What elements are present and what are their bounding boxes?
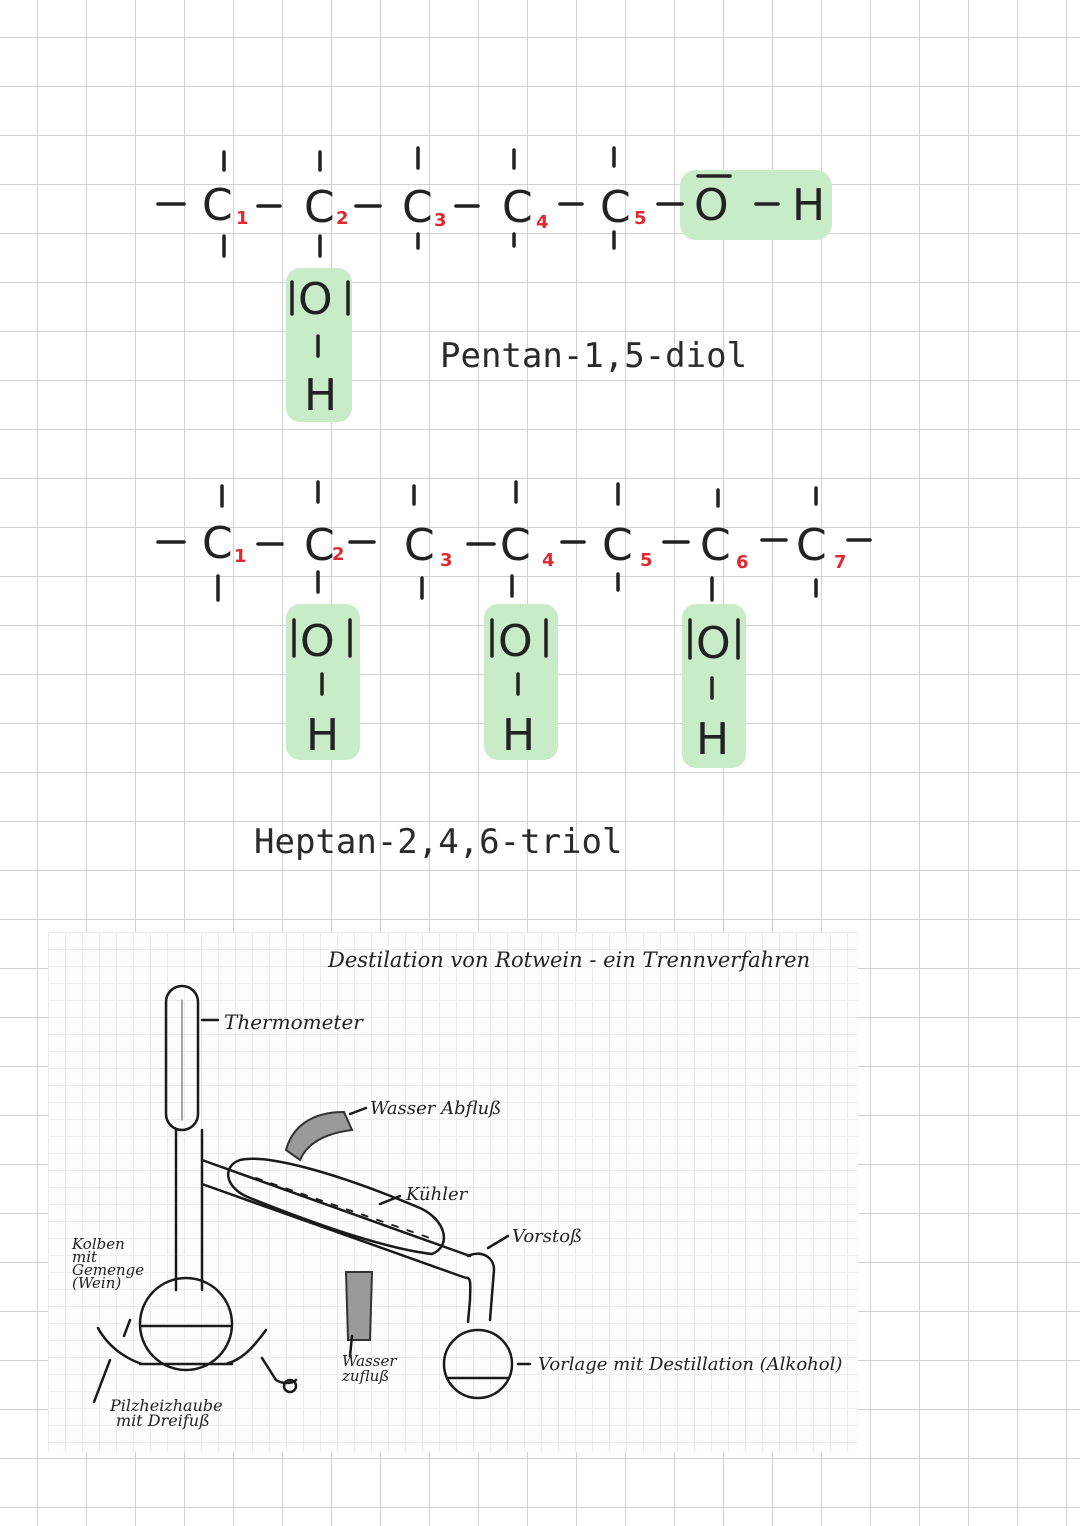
hydrogen-5: H bbox=[792, 180, 825, 231]
distillation-apparatus bbox=[92, 984, 532, 1404]
water-outflow-hose bbox=[284, 1110, 354, 1162]
carbon-4-letter: C bbox=[500, 520, 531, 571]
carbon-7-number: 7 bbox=[834, 552, 847, 573]
carbon-2-number: 2 bbox=[336, 208, 349, 229]
oh-highlight-6 bbox=[682, 604, 746, 768]
oh-highlight-4 bbox=[484, 604, 558, 760]
heater-label-line1: Pilzheizhaube bbox=[110, 1396, 223, 1415]
hydrogen-c6: H bbox=[696, 714, 729, 765]
oxygen-c4: O bbox=[498, 616, 533, 667]
condenser-jacket bbox=[226, 1157, 446, 1256]
carbon-3-number: 3 bbox=[434, 210, 447, 231]
thermometer-shape bbox=[164, 984, 200, 1132]
pentandiol-name: Pentan-1,5-diol bbox=[440, 336, 748, 376]
carbon-2-letter: C bbox=[304, 520, 335, 571]
carbon-4-number: 4 bbox=[542, 550, 555, 571]
hydrogen-c2: H bbox=[306, 710, 339, 761]
carbon-5-number: 5 bbox=[634, 208, 647, 229]
heating-mantle bbox=[96, 1326, 268, 1366]
flask-label-line3: Gemenge bbox=[72, 1261, 145, 1279]
flask-label-line1: Kolben bbox=[72, 1235, 125, 1253]
water-inflow-label: Wasser zufluß bbox=[342, 1354, 397, 1384]
water-outflow-label: Wasser Abfluß bbox=[370, 1098, 502, 1119]
water-inflow-line2: zufluß bbox=[342, 1367, 390, 1385]
carbon-2-letter: C bbox=[304, 182, 335, 233]
flask-label-line4: (Wein) bbox=[72, 1274, 122, 1292]
cooler-label: Kühler bbox=[406, 1184, 468, 1205]
heptantriol-name: Heptan-2,4,6-triol bbox=[254, 822, 623, 862]
carbon-5-letter: C bbox=[600, 182, 631, 233]
water-inflow-line1: Wasser bbox=[342, 1352, 397, 1370]
carbon-5-number: 5 bbox=[640, 550, 653, 571]
oxygen-5: O bbox=[694, 180, 729, 231]
hydrogen-2: H bbox=[304, 370, 337, 421]
heptantriol-structure: C C C C C C C O O O H H H 1 2 3 4 5 6 7 bbox=[156, 480, 872, 768]
carbon-4-letter: C bbox=[502, 182, 533, 233]
receiver-label: Vorlage mit Destillation (Alkohol) bbox=[538, 1354, 843, 1375]
carbon-3-number: 3 bbox=[440, 550, 453, 571]
pentandiol-structure: C C C C C O H O H 1 2 3 4 5 bbox=[156, 146, 832, 422]
carbon-1-letter: C bbox=[202, 518, 233, 569]
carbon-3-letter: C bbox=[404, 520, 435, 571]
flask-label: Kolben mit Gemenge (Wein) bbox=[72, 1235, 145, 1292]
carbon-6-number: 6 bbox=[736, 552, 749, 573]
oxygen-c6: O bbox=[696, 618, 731, 669]
carbon-4-number: 4 bbox=[536, 212, 549, 233]
round-flask bbox=[138, 1276, 234, 1372]
heater-label-line2: mit Dreifuß bbox=[116, 1411, 210, 1430]
oxygen-2: O bbox=[298, 274, 333, 325]
carbon-5-letter: C bbox=[602, 520, 633, 571]
carbon-6-letter: C bbox=[700, 520, 731, 571]
adapter-label: Vorstoß bbox=[512, 1226, 583, 1247]
water-inflow-hose bbox=[344, 1271, 374, 1341]
receiving-flask bbox=[442, 1328, 514, 1400]
distillation-title: Destilation von Rotwein - ein Trennverfa… bbox=[328, 948, 811, 972]
oxygen-c2: O bbox=[300, 616, 335, 667]
thermometer-label: Thermometer bbox=[224, 1010, 363, 1034]
carbon-1-letter: C bbox=[202, 180, 233, 231]
hydrogen-c4: H bbox=[502, 710, 535, 761]
flask-neck bbox=[174, 1128, 204, 1292]
adapter bbox=[464, 1252, 496, 1324]
heater-label: Pilzheizhaube mit Dreifuß bbox=[110, 1396, 223, 1430]
flask-label-line2: mit bbox=[72, 1248, 98, 1266]
carbon-2-number: 2 bbox=[332, 544, 345, 565]
side-arm bbox=[200, 1158, 472, 1280]
carbon-3-letter: C bbox=[402, 182, 433, 233]
carbon-1-number: 1 bbox=[236, 208, 249, 229]
distillation-diagram bbox=[48, 932, 858, 1452]
carbon-1-number: 1 bbox=[234, 546, 247, 567]
carbon-7-letter: C bbox=[796, 520, 827, 571]
